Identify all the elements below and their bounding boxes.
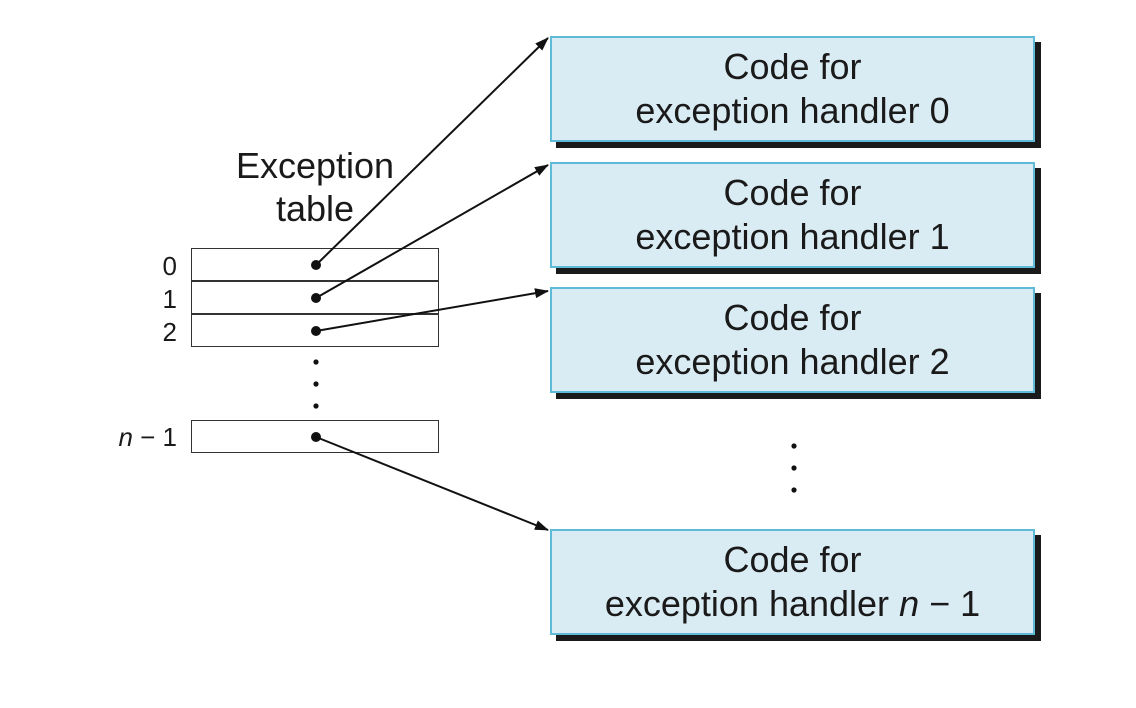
- handler-box-0-line1: Code for: [723, 46, 862, 87]
- handler-box-0-line2: exception handler 0: [635, 90, 950, 131]
- handler-line2-suffix: − 1: [919, 583, 981, 624]
- handler-box-2-line1: Code for: [723, 297, 862, 338]
- handlers-ellipsis: [791, 443, 797, 493]
- arrow-n-minus-1: [315, 436, 549, 531]
- row-label-rest: − 1: [132, 422, 177, 452]
- handler-box-1-line1: Code for: [723, 172, 862, 213]
- handler-box-0: Code for exception handler 0: [550, 36, 1035, 142]
- arrow-1: [315, 164, 549, 299]
- arrow-0: [315, 37, 549, 266]
- row-label-0: 0: [162, 251, 177, 281]
- row-label-var: n: [118, 422, 133, 452]
- row-label-1: 1: [162, 284, 177, 314]
- handler-box-n-minus-1-line2: exception handler n − 1: [605, 582, 980, 626]
- handler-box-1: Code for exception handler 1: [550, 162, 1035, 268]
- handler-line2-prefix: exception handler: [604, 583, 900, 624]
- handler-box-2-line2: exception handler 2: [635, 341, 950, 382]
- exception-table-title-line1: Exception: [235, 145, 395, 186]
- handler-line2-var: n: [899, 583, 920, 624]
- arrow-2: [315, 288, 549, 332]
- handler-box-n-minus-1: Code for exception handler n − 1: [550, 529, 1035, 635]
- row-label-2: 2: [162, 317, 177, 347]
- handler-box-n-minus-1-line1: Code for: [723, 539, 862, 580]
- exception-table-title: Exception table: [200, 144, 430, 230]
- exception-table-title-line2: table: [275, 188, 355, 229]
- handler-box-1-line2: exception handler 1: [635, 216, 950, 257]
- row-label-n-minus-1: n − 1: [97, 421, 177, 454]
- table-ellipsis: [313, 359, 319, 409]
- handler-box-2: Code for exception handler 2: [550, 287, 1035, 393]
